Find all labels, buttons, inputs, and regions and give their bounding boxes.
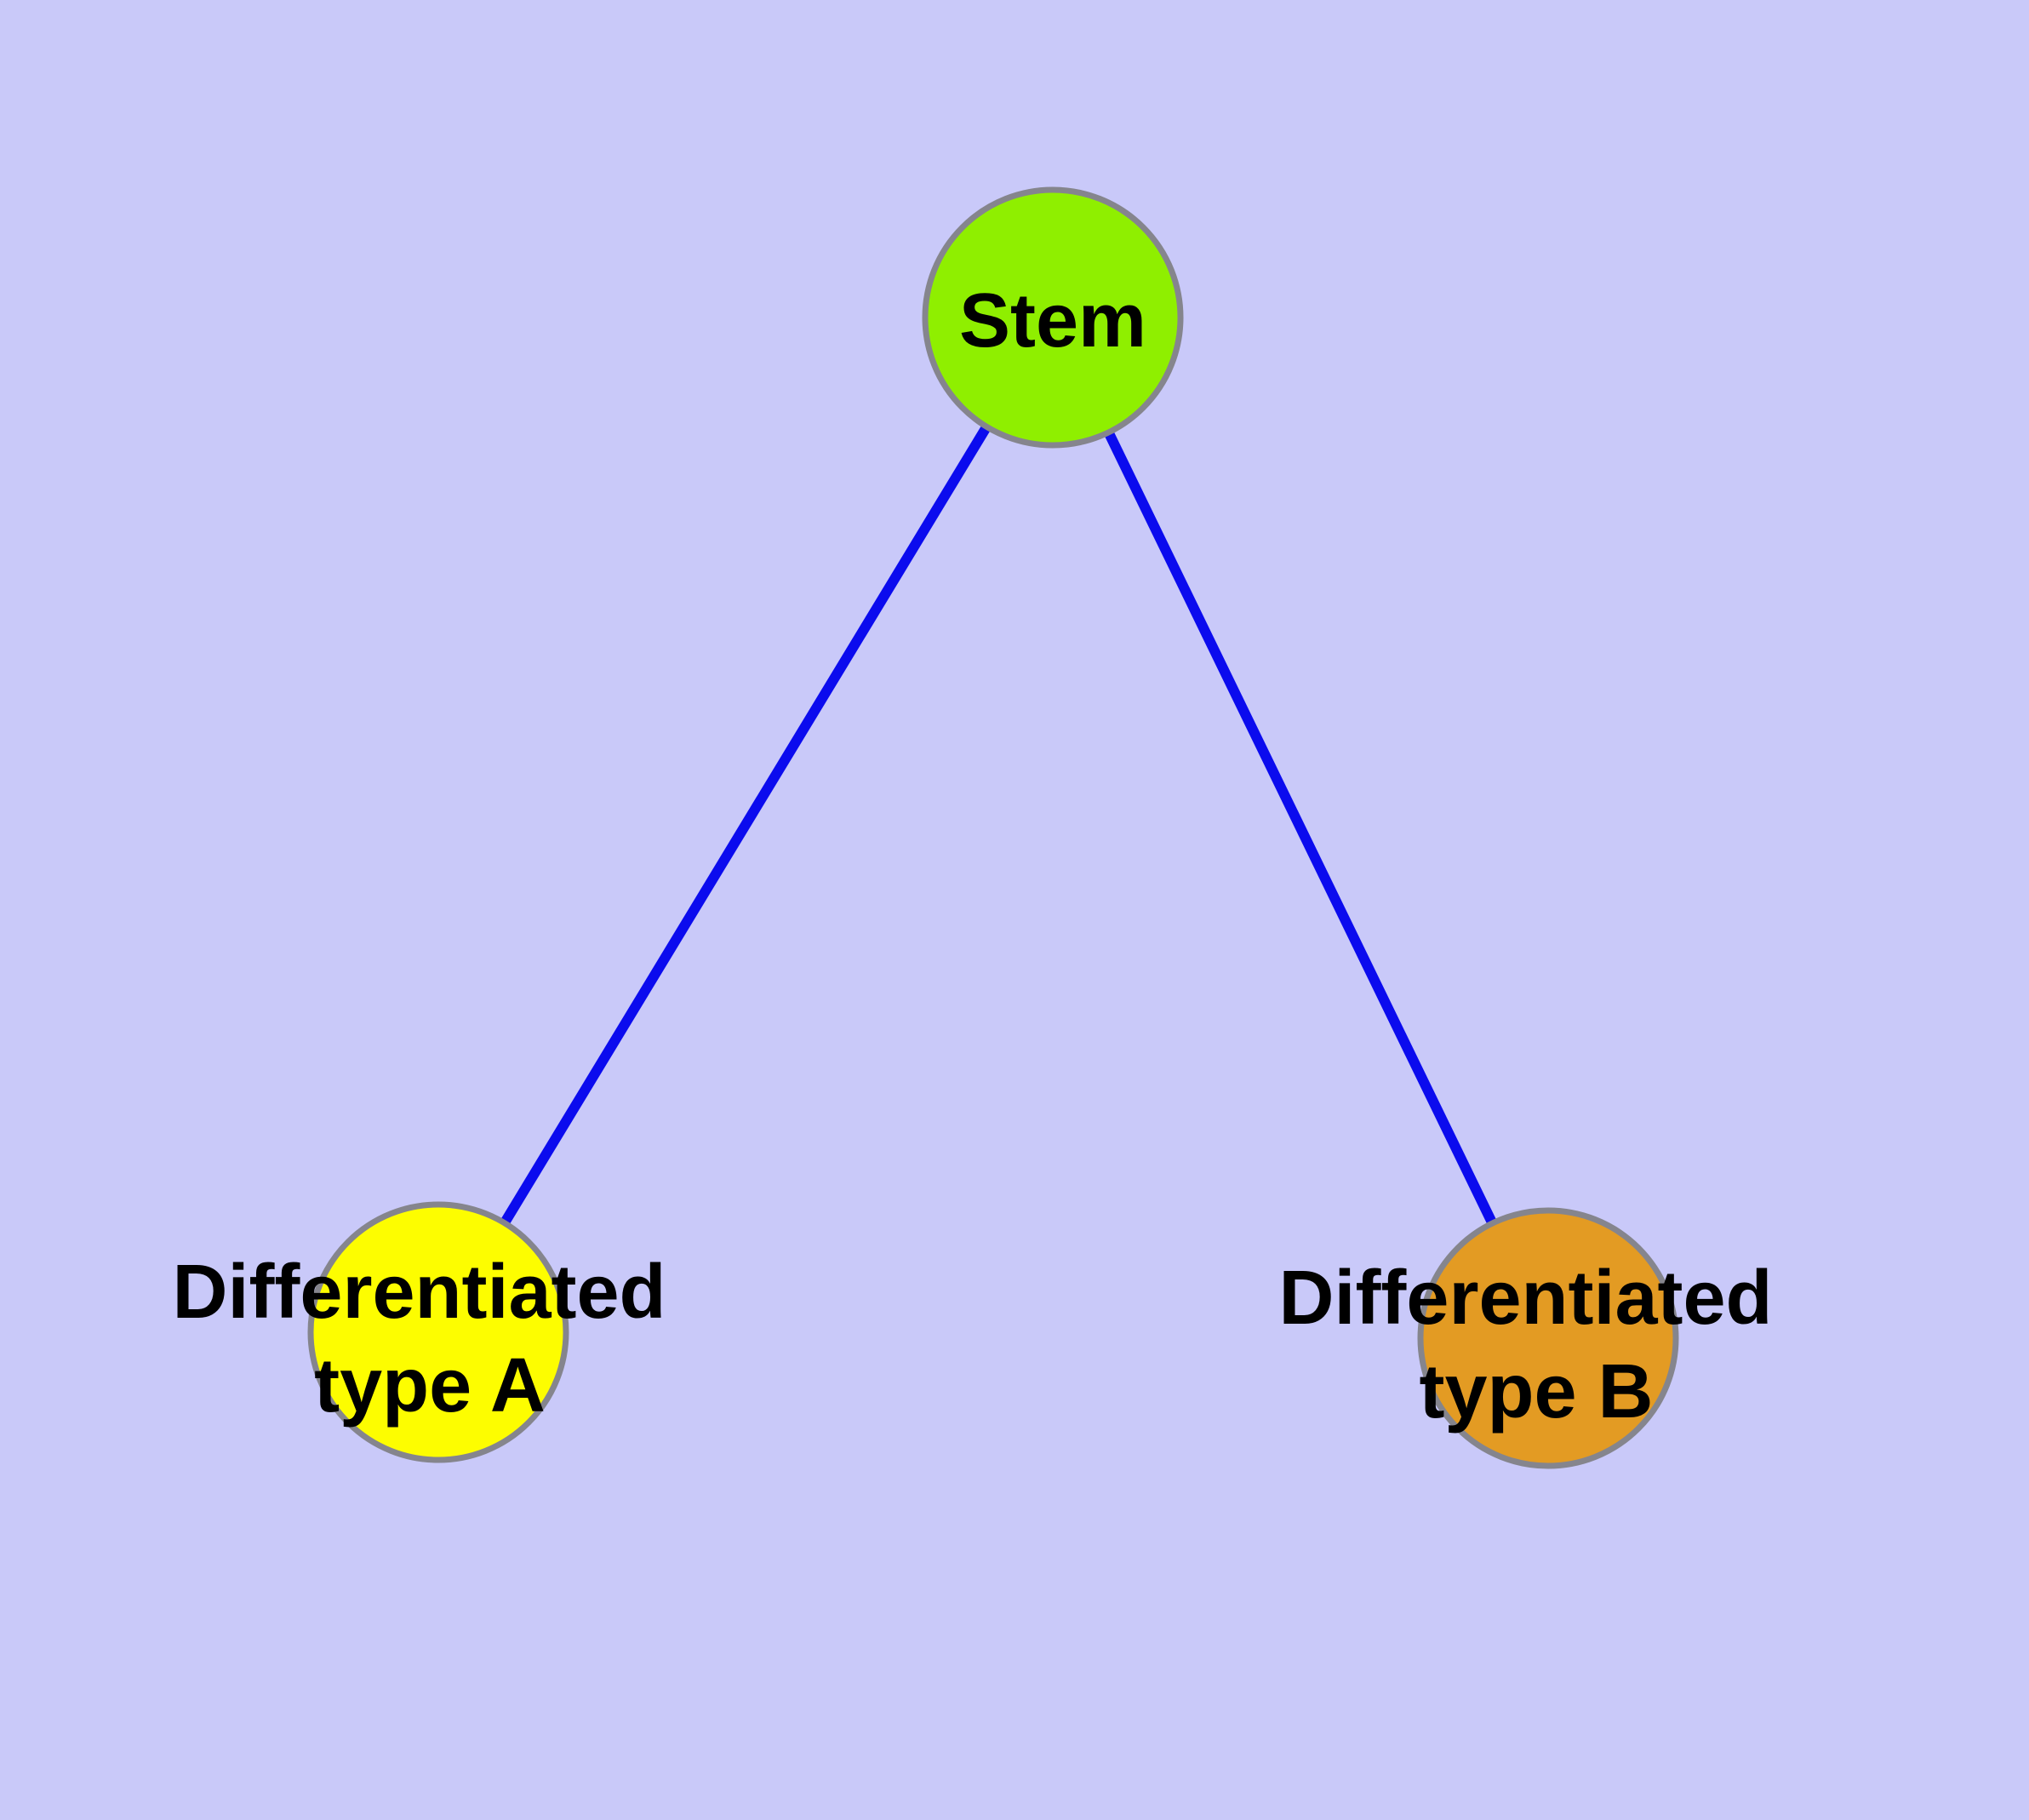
edge-stem-to-type-a — [433, 314, 1058, 1336]
node-differentiated-type-b — [1417, 1207, 1679, 1469]
node-stem-label: Stem — [959, 278, 1146, 363]
node-type-a-label-line1: Differentiated — [172, 1250, 666, 1335]
node-type-b-label: Differentiated type B — [1278, 1256, 1793, 1434]
node-differentiated-type-a — [307, 1201, 569, 1463]
node-type-a-label-line2: type A — [314, 1343, 546, 1428]
node-type-b-label-line2: type B — [1419, 1349, 1653, 1434]
node-stem — [922, 186, 1184, 449]
node-type-a-label: Differentiated type A — [172, 1250, 687, 1428]
edge-stem-to-type-b — [1048, 315, 1553, 1341]
node-type-b-label-line1: Differentiated — [1278, 1256, 1772, 1341]
